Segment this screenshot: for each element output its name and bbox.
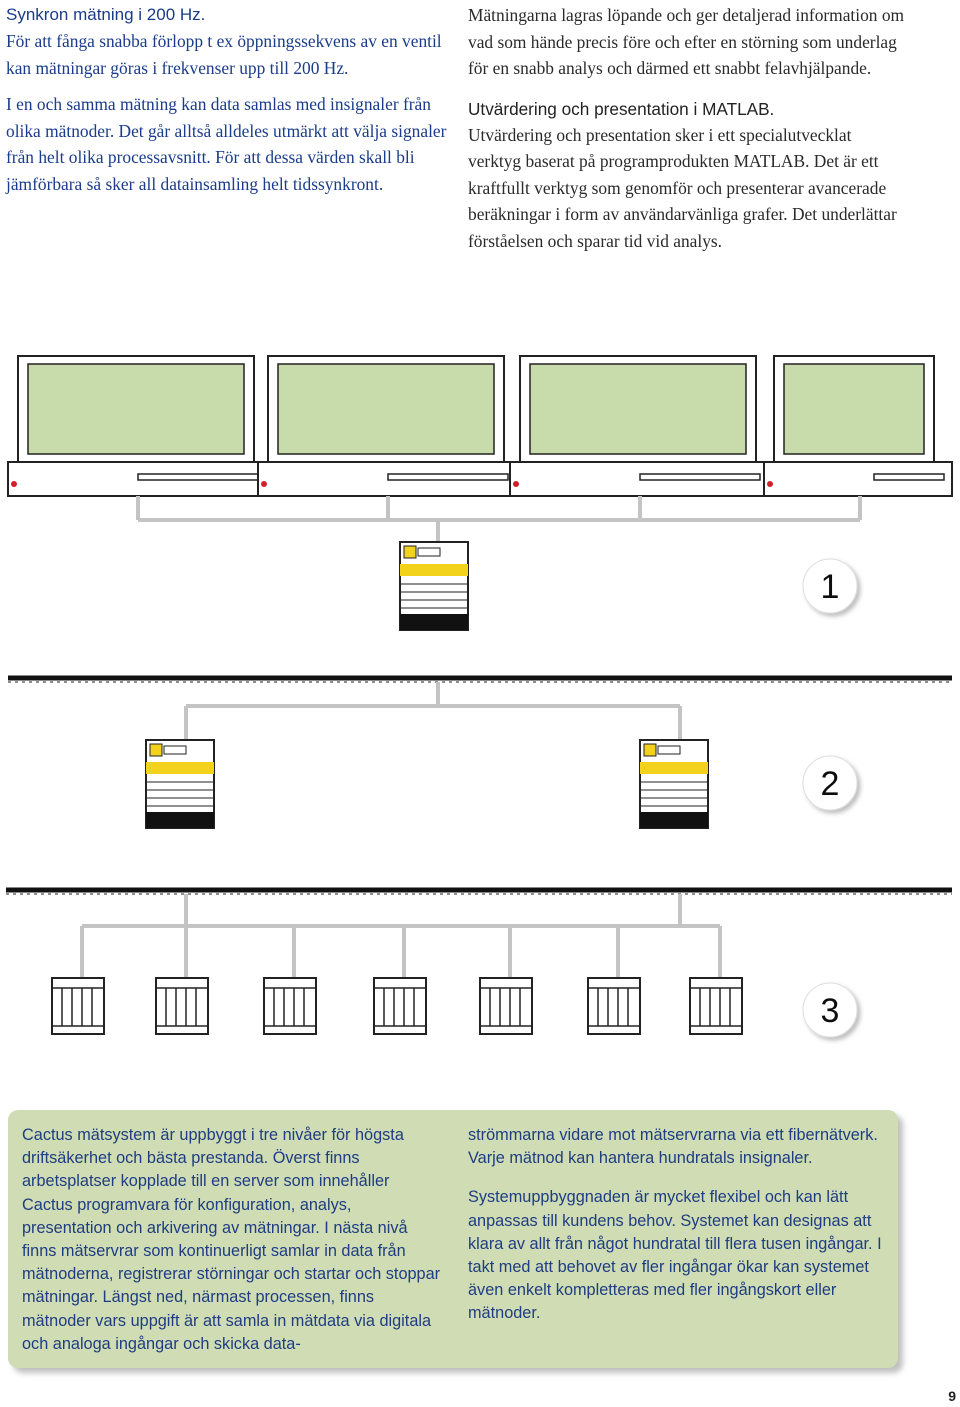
fiber-backbone-2 — [6, 887, 952, 895]
info-box-right-column: strömmarna vidare mot mätservrarna via e… — [468, 1124, 888, 1326]
info-right-para1: strömmarna vidare mot mätservrarna via e… — [468, 1126, 878, 1168]
system-architecture-diagram: 1 2 — [6, 355, 953, 1038]
level-2-badge: 2 — [802, 755, 858, 811]
measurement-node — [51, 977, 105, 1035]
network-wires-level2 — [184, 682, 682, 740]
section-heading-synkron: Synkron mätning i 200 Hz. — [6, 5, 206, 24]
workstation — [7, 355, 269, 497]
measurement-node — [155, 977, 209, 1035]
section-heading-matlab: Utvärdering och presentation i MATLAB. — [468, 98, 775, 119]
measurement-node — [373, 977, 427, 1035]
info-left-text: Cactus mätsystem är uppbyggt i tre nivåe… — [22, 1126, 441, 1353]
right-text-column: Mätningarna lagras löpande och ger detal… — [468, 2, 908, 254]
paragraph-storage: Mätningarna lagras löpande och ger detal… — [468, 5, 905, 78]
workstation — [509, 355, 771, 497]
network-wires-level1 — [136, 496, 862, 542]
paragraph-frequency: För att fånga snabba förlopp t ex öppnin… — [6, 31, 442, 78]
server-unit — [399, 541, 469, 631]
info-box: Cactus mätsystem är uppbyggt i tre nivåe… — [8, 1110, 898, 1368]
workstation — [763, 355, 953, 497]
server-unit — [639, 739, 709, 829]
paragraph-synchronous: I en och samma mätning kan data samlas m… — [6, 94, 447, 194]
measurement-node — [263, 977, 317, 1035]
page-number: 9 — [948, 1388, 956, 1404]
fiber-backbone-1 — [8, 675, 952, 683]
level-3-label: 3 — [821, 992, 840, 1030]
server-unit — [145, 739, 215, 829]
workstation — [257, 355, 519, 497]
info-box-left-column: Cactus mätsystem är uppbyggt i tre nivåe… — [22, 1124, 442, 1356]
level-1-label: 1 — [821, 568, 840, 606]
measurement-node — [479, 977, 533, 1035]
info-right-para2: Systemuppbyggnaden är mycket flexibel oc… — [468, 1188, 882, 1323]
level-2-label: 2 — [821, 765, 840, 803]
network-wires-level3 — [80, 894, 722, 978]
measurement-node — [587, 977, 641, 1035]
level-3-badge: 3 — [802, 982, 858, 1038]
paragraph-matlab: Utvärdering och presentation sker i ett … — [468, 124, 897, 251]
level-1-badge: 1 — [802, 558, 858, 614]
left-text-column: Synkron mätning i 200 Hz. För att fånga … — [6, 2, 466, 197]
measurement-node — [689, 977, 743, 1035]
